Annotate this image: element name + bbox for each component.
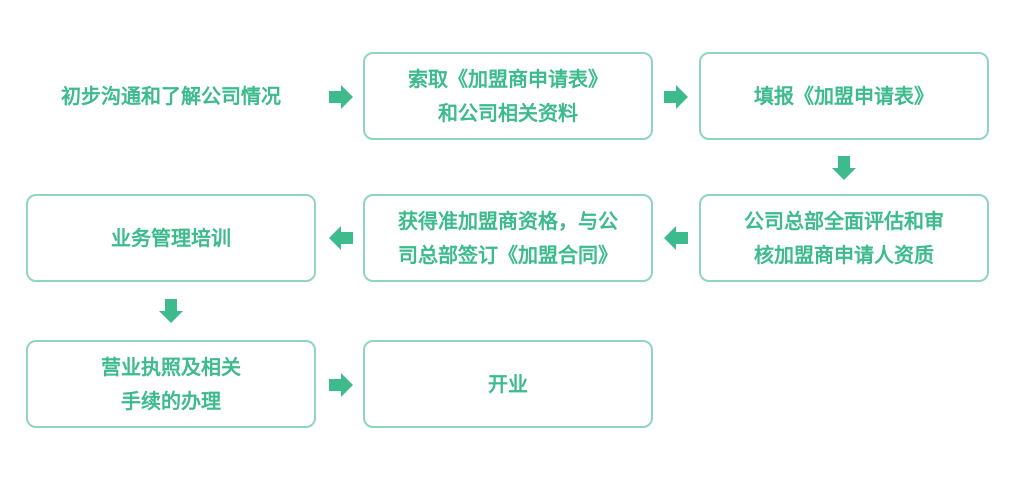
step-label: 获得准加盟商资格，与公 司总部签订《加盟合同》: [398, 209, 618, 267]
step-label: 公司总部全面评估和审 核加盟商申请人资质: [744, 209, 944, 267]
arrow-left-icon: [664, 226, 688, 250]
step-label: 开业: [488, 372, 528, 396]
arrow-left-icon: [329, 226, 353, 250]
arrow-right-icon: [664, 85, 688, 109]
arrow-down-icon: [832, 156, 856, 180]
step-initial-communication: 初步沟通和了解公司情况: [26, 70, 316, 122]
step-request-application-form: 索取《加盟商申请表》 和公司相关资料: [363, 52, 653, 140]
step-headquarters-review: 公司总部全面评估和审 核加盟商申请人资质: [699, 194, 989, 282]
step-fill-application-form: 填报《加盟申请表》: [699, 52, 989, 140]
arrow-right-icon: [329, 373, 353, 397]
step-label: 业务管理培训: [111, 226, 231, 250]
step-open-business: 开业: [363, 340, 653, 428]
step-label: 索取《加盟商申请表》 和公司相关资料: [408, 67, 608, 125]
step-label: 初步沟通和了解公司情况: [61, 84, 281, 108]
arrow-right-icon: [329, 85, 353, 109]
step-label: 营业执照及相关 手续的办理: [101, 355, 241, 413]
arrow-down-icon: [159, 299, 183, 323]
step-business-license: 营业执照及相关 手续的办理: [26, 340, 316, 428]
step-label: 填报《加盟申请表》: [754, 84, 934, 108]
step-business-training: 业务管理培训: [26, 194, 316, 282]
step-sign-franchise-contract: 获得准加盟商资格，与公 司总部签订《加盟合同》: [363, 194, 653, 282]
